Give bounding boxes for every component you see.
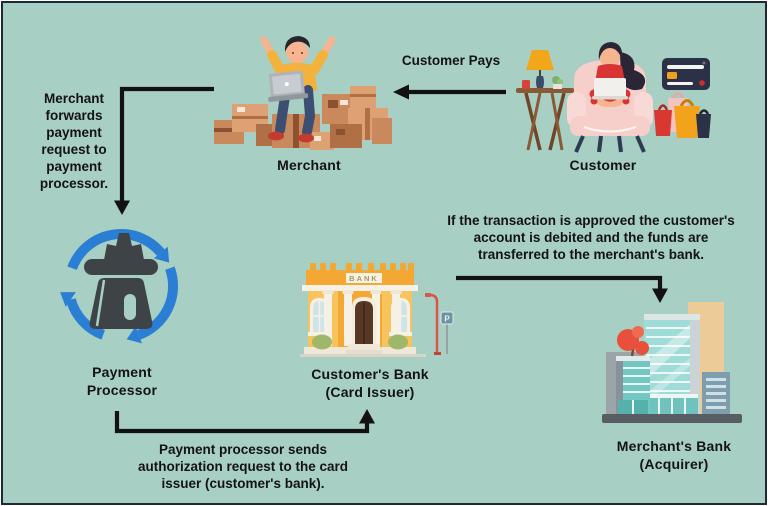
label-line: Customer's Bank: [311, 366, 429, 382]
customers-bank-illustration: BANK P: [300, 263, 454, 357]
payment-processor-node-label: Payment Processor: [66, 363, 178, 399]
authorization-request-annotation: Payment processor sends authorization re…: [108, 441, 378, 492]
merchants-bank-illustration: [602, 302, 742, 423]
annotation-line: transferred to the merchant's bank.: [477, 247, 705, 262]
cup-icon: [522, 80, 530, 89]
annotation-line: processor.: [39, 176, 109, 191]
label-line: Merchant's Bank: [616, 438, 732, 454]
credit-card-icon: [662, 58, 710, 90]
parking-sign-icon: [440, 311, 454, 325]
card-terminal-icon: [84, 233, 158, 329]
skyscrapers-icon: [602, 302, 742, 423]
annotation-line: issuer (customer's bank).: [161, 476, 325, 491]
laptop-icon: [594, 78, 626, 98]
merchant-forwards-annotation: Merchant forwards payment request to pay…: [24, 90, 124, 192]
merchant-person-icon: [260, 36, 336, 143]
annotation-line: request to: [41, 142, 107, 157]
merchant-node-label: Merchant: [277, 157, 341, 173]
cycle-arrows-icon: [60, 229, 179, 344]
annotation-line: account is debited and the funds are: [473, 230, 709, 245]
bank-building-icon: BANK: [300, 263, 426, 357]
bush-icon: [388, 334, 408, 350]
annotation-line: payment: [46, 159, 102, 174]
annotation-line: payment: [46, 125, 102, 140]
laptop-icon: [268, 70, 309, 102]
lamp-icon: [526, 50, 554, 70]
parking-sign-text: P: [444, 315, 450, 324]
bush-icon: [312, 334, 332, 350]
annotation-line: If the transaction is approved the custo…: [447, 213, 735, 228]
customer-person-icon: [589, 42, 646, 107]
customer-pays-annotation: Customer Pays: [401, 53, 501, 68]
street-lamp-icon: P: [425, 293, 454, 355]
approved-transfer-annotation: If the transaction is approved the custo…: [427, 212, 755, 263]
merchants-bank-node-label: Merchant's Bank (Acquirer): [604, 437, 744, 473]
annotation-line: Merchant: [43, 91, 104, 106]
label-line: Processor: [86, 382, 158, 398]
payment-processor-illustration: [60, 229, 179, 344]
customer-node-label: Customer: [569, 157, 637, 173]
label-line: (Card Issuer): [325, 384, 415, 400]
annotation-line: Payment processor sends: [158, 442, 328, 457]
annotation-line: forwards: [45, 108, 103, 123]
merchant-illustration: [214, 36, 392, 150]
customer-illustration: [516, 42, 711, 153]
shopping-bags-icon: [654, 92, 711, 138]
side-table-icon: [516, 50, 574, 151]
bank-sign-text: BANK: [349, 274, 379, 283]
label-line: Payment: [92, 364, 152, 380]
label-line: (Acquirer): [639, 456, 709, 472]
customers-bank-node-label: Customer's Bank (Card Issuer): [303, 365, 437, 401]
annotation-line: authorization request to the card: [137, 459, 349, 474]
